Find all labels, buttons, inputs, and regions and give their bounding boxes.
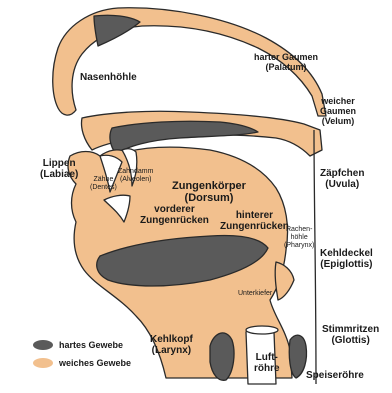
label-luftroehre-text-2: röhre (254, 363, 280, 374)
label-vorderer-text-1: vorderer (140, 204, 209, 215)
label-kehlkopf-text: Kehlkopf (150, 334, 193, 345)
label-zungenkoerper-latin: (Dorsum) (172, 192, 246, 204)
pharynx-wall-line (314, 130, 316, 384)
label-zahndamm-text: Zahndamm (118, 168, 153, 176)
legend-hard-text: hartes Gewebe (59, 340, 123, 350)
label-vorderer-text-2: Zungenrücken (140, 215, 209, 226)
label-kehlkopf-latin: (Larynx) (150, 345, 193, 356)
label-luftroehre: Luft- röhre (254, 352, 280, 374)
label-harter-gaumen: harter Gaumen (Palatum) (254, 52, 318, 72)
label-kehldeckel-latin: (Epiglottis) (320, 259, 373, 270)
label-rachen-text-1: Rachen- (284, 226, 314, 234)
label-rachen-text-2: höhle (284, 234, 314, 242)
label-zaehne-latin: (Dentes) (90, 184, 117, 192)
epiglottis-shape (275, 262, 294, 300)
label-lippen: Lippen (Labiae) (40, 158, 78, 180)
label-kehlkopf: Kehlkopf (Larynx) (150, 334, 193, 356)
label-unterkiefer: Unterkiefer (238, 290, 272, 298)
legend-soft: weiches Gewebe (33, 358, 131, 368)
label-weicher-text-1: weicher (320, 96, 356, 106)
label-stimmritzen-text: Stimmritzen (322, 324, 379, 335)
label-hinterer-zungenruecken: hinterer Zungenrücken (220, 210, 289, 232)
label-zaehne-text: Zähne (90, 176, 117, 184)
label-hinterer-text-1: hinterer (220, 210, 289, 221)
legend-soft-text: weiches Gewebe (59, 358, 131, 368)
label-zahndamm: Zahndamm (Alveolen) (118, 168, 153, 184)
esophagus-cartilage-shape (289, 335, 306, 378)
label-zaepfchen: Zäpfchen (Uvula) (320, 168, 364, 190)
label-nasenhoehle-text: Nasenhöhle (80, 72, 137, 83)
legend-hard-swatch (33, 340, 53, 350)
label-nasenhoehle: Nasenhöhle (80, 72, 137, 83)
label-zaepfchen-text: Zäpfchen (320, 168, 364, 179)
label-kehldeckel-text: Kehldeckel (320, 248, 373, 259)
nasal-bone-shape (94, 15, 140, 46)
label-speiseroehre: Speiseröhre (306, 370, 364, 381)
larynx-cartilage-shape (210, 333, 234, 380)
glottis-shape (246, 326, 278, 334)
label-zaehne: Zähne (Dentes) (90, 176, 117, 192)
label-zaepfchen-latin: (Uvula) (320, 179, 364, 190)
label-luftroehre-text-1: Luft- (254, 352, 280, 363)
label-zungenkoerper: Zungenkörper (Dorsum) (172, 180, 246, 204)
label-lippen-text: Lippen (40, 158, 78, 169)
label-rachenhoehle: Rachen- höhle (Pharynx) (284, 226, 314, 250)
label-vorderer-zungenruecken: vorderer Zungenrücken (140, 204, 209, 226)
label-weicher-latin: (Velum) (320, 116, 356, 126)
label-stimmritzen-latin: (Glottis) (322, 335, 379, 346)
legend-hard: hartes Gewebe (33, 340, 123, 350)
label-zungenkoerper-text: Zungenkörper (172, 180, 246, 192)
label-harter-gaumen-latin: (Palatum) (254, 62, 318, 72)
label-rachen-latin: (Pharynx) (284, 242, 314, 250)
label-unterkiefer-text: Unterkiefer (238, 290, 272, 297)
label-lippen-latin: (Labiae) (40, 169, 78, 180)
label-weicher-text-2: Gaumen (320, 106, 356, 116)
label-weicher-gaumen: weicher Gaumen (Velum) (320, 96, 356, 126)
label-zahndamm-latin: (Alveolen) (118, 176, 153, 184)
label-hinterer-text-2: Zungenrücken (220, 221, 289, 232)
label-stimmritzen: Stimmritzen (Glottis) (322, 324, 379, 346)
label-kehldeckel: Kehldeckel (Epiglottis) (320, 248, 373, 270)
label-harter-gaumen-text: harter Gaumen (254, 52, 318, 62)
label-speiseroehre-text: Speiseröhre (306, 370, 364, 381)
legend-soft-swatch (33, 358, 53, 368)
